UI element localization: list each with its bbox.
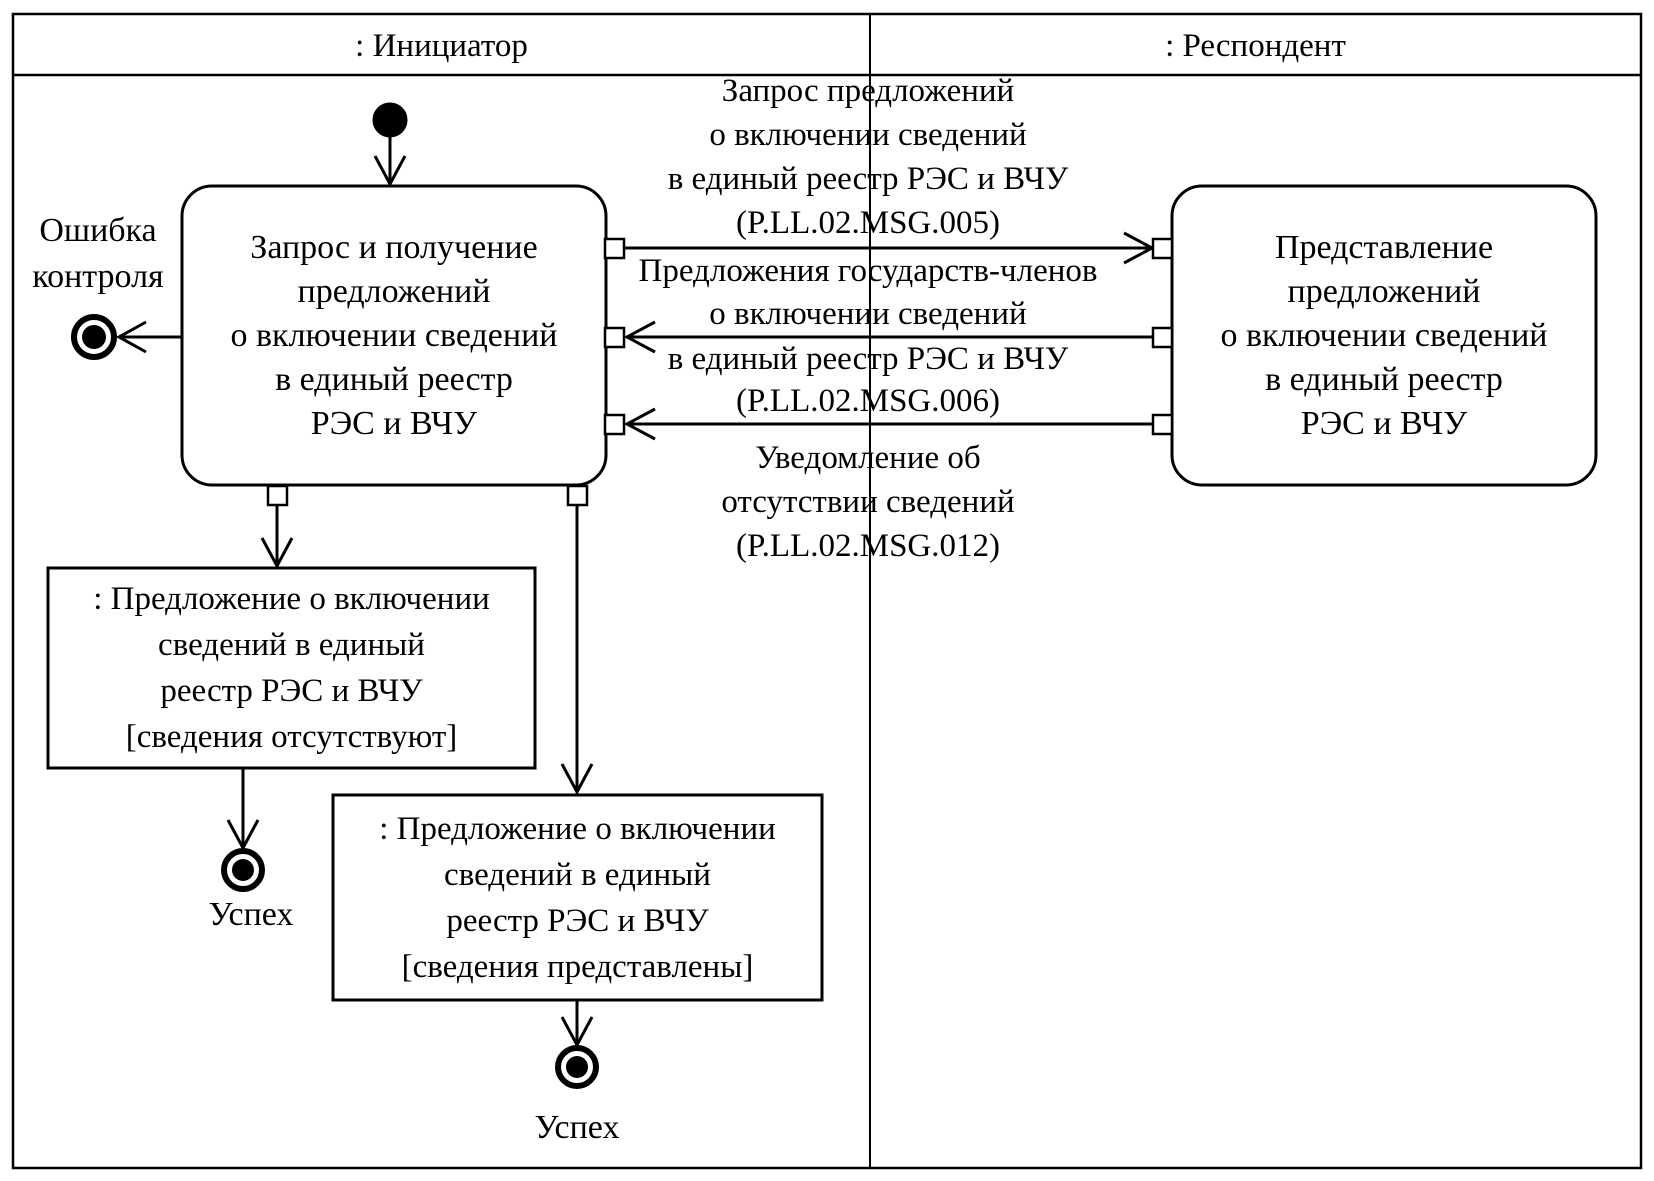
- flow-present-success-arrow: [560, 1000, 594, 1049]
- msg-request-label: Запрос предложений о включении сведений …: [667, 73, 1069, 241]
- frame-border: [11, 12, 1643, 1170]
- port-respondent-left-3: [1151, 413, 1174, 436]
- port-main-right-1: [603, 237, 626, 260]
- flow-to-object-absent-arrow: [260, 504, 294, 570]
- port-main-bottom-1: [266, 484, 289, 507]
- flow-error-arrow: [115, 320, 182, 354]
- port-respondent-left-2: [1151, 326, 1174, 349]
- flow-start-arrow: [373, 137, 407, 188]
- lane-title-initiator: : Инициатор: [355, 28, 528, 64]
- success-bottom-label: Успех: [534, 1109, 620, 1146]
- port-respondent-left-1: [1151, 237, 1174, 260]
- success-left-label: Успех: [208, 896, 294, 933]
- object-absent-label: : Предложение о включении сведений в еди…: [93, 581, 490, 755]
- msg-proposals-label-bottom: в единый реестр РЭС и ВЧУ (P.LL.02.MSG.0…: [667, 341, 1069, 419]
- flow-to-object-present-arrow: [560, 504, 594, 796]
- msg-notification-arrow: [623, 407, 1154, 441]
- final-node-error-icon: [71, 314, 117, 360]
- lane-title-respondent: : Респондент: [1165, 28, 1346, 64]
- port-main-right-3: [603, 413, 626, 436]
- respondent-activity-label: Представление предложений о включении св…: [1220, 228, 1548, 442]
- final-node-success-left-icon: [221, 848, 265, 892]
- control-error-label: Ошибка контроля: [32, 212, 164, 295]
- port-main-bottom-2: [566, 484, 589, 507]
- main-activity-label: Запрос и получение предложений о включен…: [230, 228, 558, 442]
- final-node-success-bottom-icon: [555, 1045, 599, 1089]
- msg-proposals-arrow: [623, 320, 1154, 354]
- initial-node-icon: [372, 102, 408, 138]
- flow-absent-success-arrow: [226, 768, 260, 852]
- msg-notification-label: Уведомление об отсутствии сведений (P.LL…: [721, 440, 1015, 564]
- port-main-right-2: [603, 326, 626, 349]
- object-present-label: : Предложение о включении сведений в еди…: [379, 810, 776, 985]
- msg-proposals-label-top: Предложения государств-членов о включени…: [638, 253, 1098, 332]
- object-absent-box: [46, 566, 537, 770]
